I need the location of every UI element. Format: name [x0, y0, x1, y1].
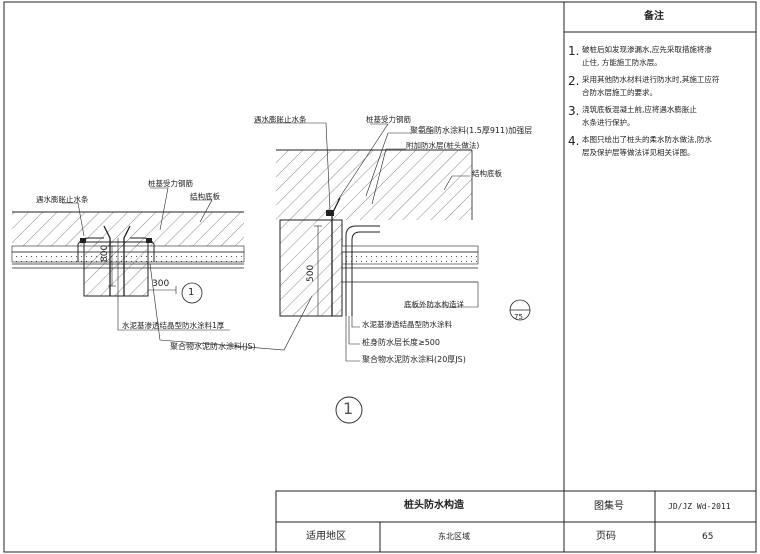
note-item: 3. 浇筑底板混凝土前,应将遇水膨胀止 水条进行保护。: [566, 104, 754, 134]
notes-heading: 备注: [644, 11, 664, 22]
atlas-label: 图集号: [594, 501, 624, 512]
note-number: 4.: [568, 134, 580, 148]
drawing-title: 桩头防水构造: [404, 500, 464, 511]
note-line: 止住, 方能施工防水层。: [582, 58, 662, 67]
note-line: 本图只绘出了桩头的柔水防水做法,防水: [582, 135, 712, 144]
left-dim-pile: 800: [100, 244, 110, 262]
right-label-extra: 附加防水层(桩头做法): [406, 141, 480, 150]
left-label-cement-coating: 水泥基渗透结晶型防水涂料1厚: [122, 321, 225, 330]
detail-marker-label: 1: [343, 399, 354, 418]
right-label-rebar: 桩基受力钢筋: [366, 115, 411, 124]
right-label-length: 桩身防水层长度≥500: [362, 338, 440, 347]
note-line: 合防水层施工的要求。: [582, 88, 657, 97]
right-label-outer: 底板外防水构造详: [404, 300, 464, 309]
right-marker-bottom: 75: [514, 313, 523, 321]
right-dim-pile: 500: [306, 264, 316, 282]
note-line: 浇筑底板混凝土前,应将遇水膨胀止: [582, 105, 697, 114]
left-dim-width: 300: [152, 279, 170, 289]
left-label-js: 聚合物水泥防水涂料(JS): [170, 342, 256, 351]
right-label-cement: 水泥基渗透结晶型防水涂料: [362, 320, 452, 329]
right-detail-linework: [254, 122, 531, 362]
left-detail-linework: [11, 187, 313, 351]
note-number: 3.: [568, 104, 580, 118]
left-marker-label: 1: [188, 287, 195, 298]
left-label-rebar: 桩基受力钢筋: [148, 179, 193, 188]
page-value: 65: [702, 532, 714, 542]
right-label-polyurea: 聚氨酯防水涂料(1.5厚911)加强层: [410, 126, 533, 135]
left-label-waterstop: 遇水膨胀止水条: [36, 195, 89, 204]
note-line: 采用其他防水材料进行防水时,其施工应符: [582, 75, 720, 84]
right-label-js20: 聚合物水泥防水涂料(20厚JS): [362, 355, 466, 364]
note-item: 4. 本图只绘出了桩头的柔水防水做法,防水 层及保护层等做法详见相关详图。: [566, 134, 754, 164]
note-item: 1. 破桩后如发现渗漏水,应先采取措施将渗 止住, 方能施工防水层。: [566, 44, 754, 74]
right-label-slab: 结构底板: [472, 169, 502, 178]
atlas-value: JD/JZ Wd-2011: [668, 502, 731, 511]
right-label-waterstop: 遇水膨胀止水条: [254, 115, 307, 124]
region-label: 适用地区: [306, 531, 346, 542]
note-line: 破桩后如发现渗漏水,应先采取措施将渗: [582, 45, 712, 54]
note-number: 1.: [568, 44, 580, 58]
note-number: 2.: [568, 74, 580, 88]
detail-marker-circle: [335, 396, 363, 424]
region-value: 东北区域: [438, 532, 470, 541]
note-line: 水条进行保护。: [582, 118, 635, 127]
note-line: 层及保护层等做法详见相关详图。: [582, 148, 695, 157]
note-item: 2. 采用其他防水材料进行防水时,其施工应符 合防水层施工的要求。: [566, 74, 754, 104]
page-label: 页码: [596, 531, 616, 542]
notes-list: 1. 破桩后如发现渗漏水,应先采取措施将渗 止住, 方能施工防水层。 2. 采用…: [566, 44, 754, 164]
left-label-slab: 结构底板: [190, 192, 220, 201]
title-block-grid: [275, 490, 757, 553]
